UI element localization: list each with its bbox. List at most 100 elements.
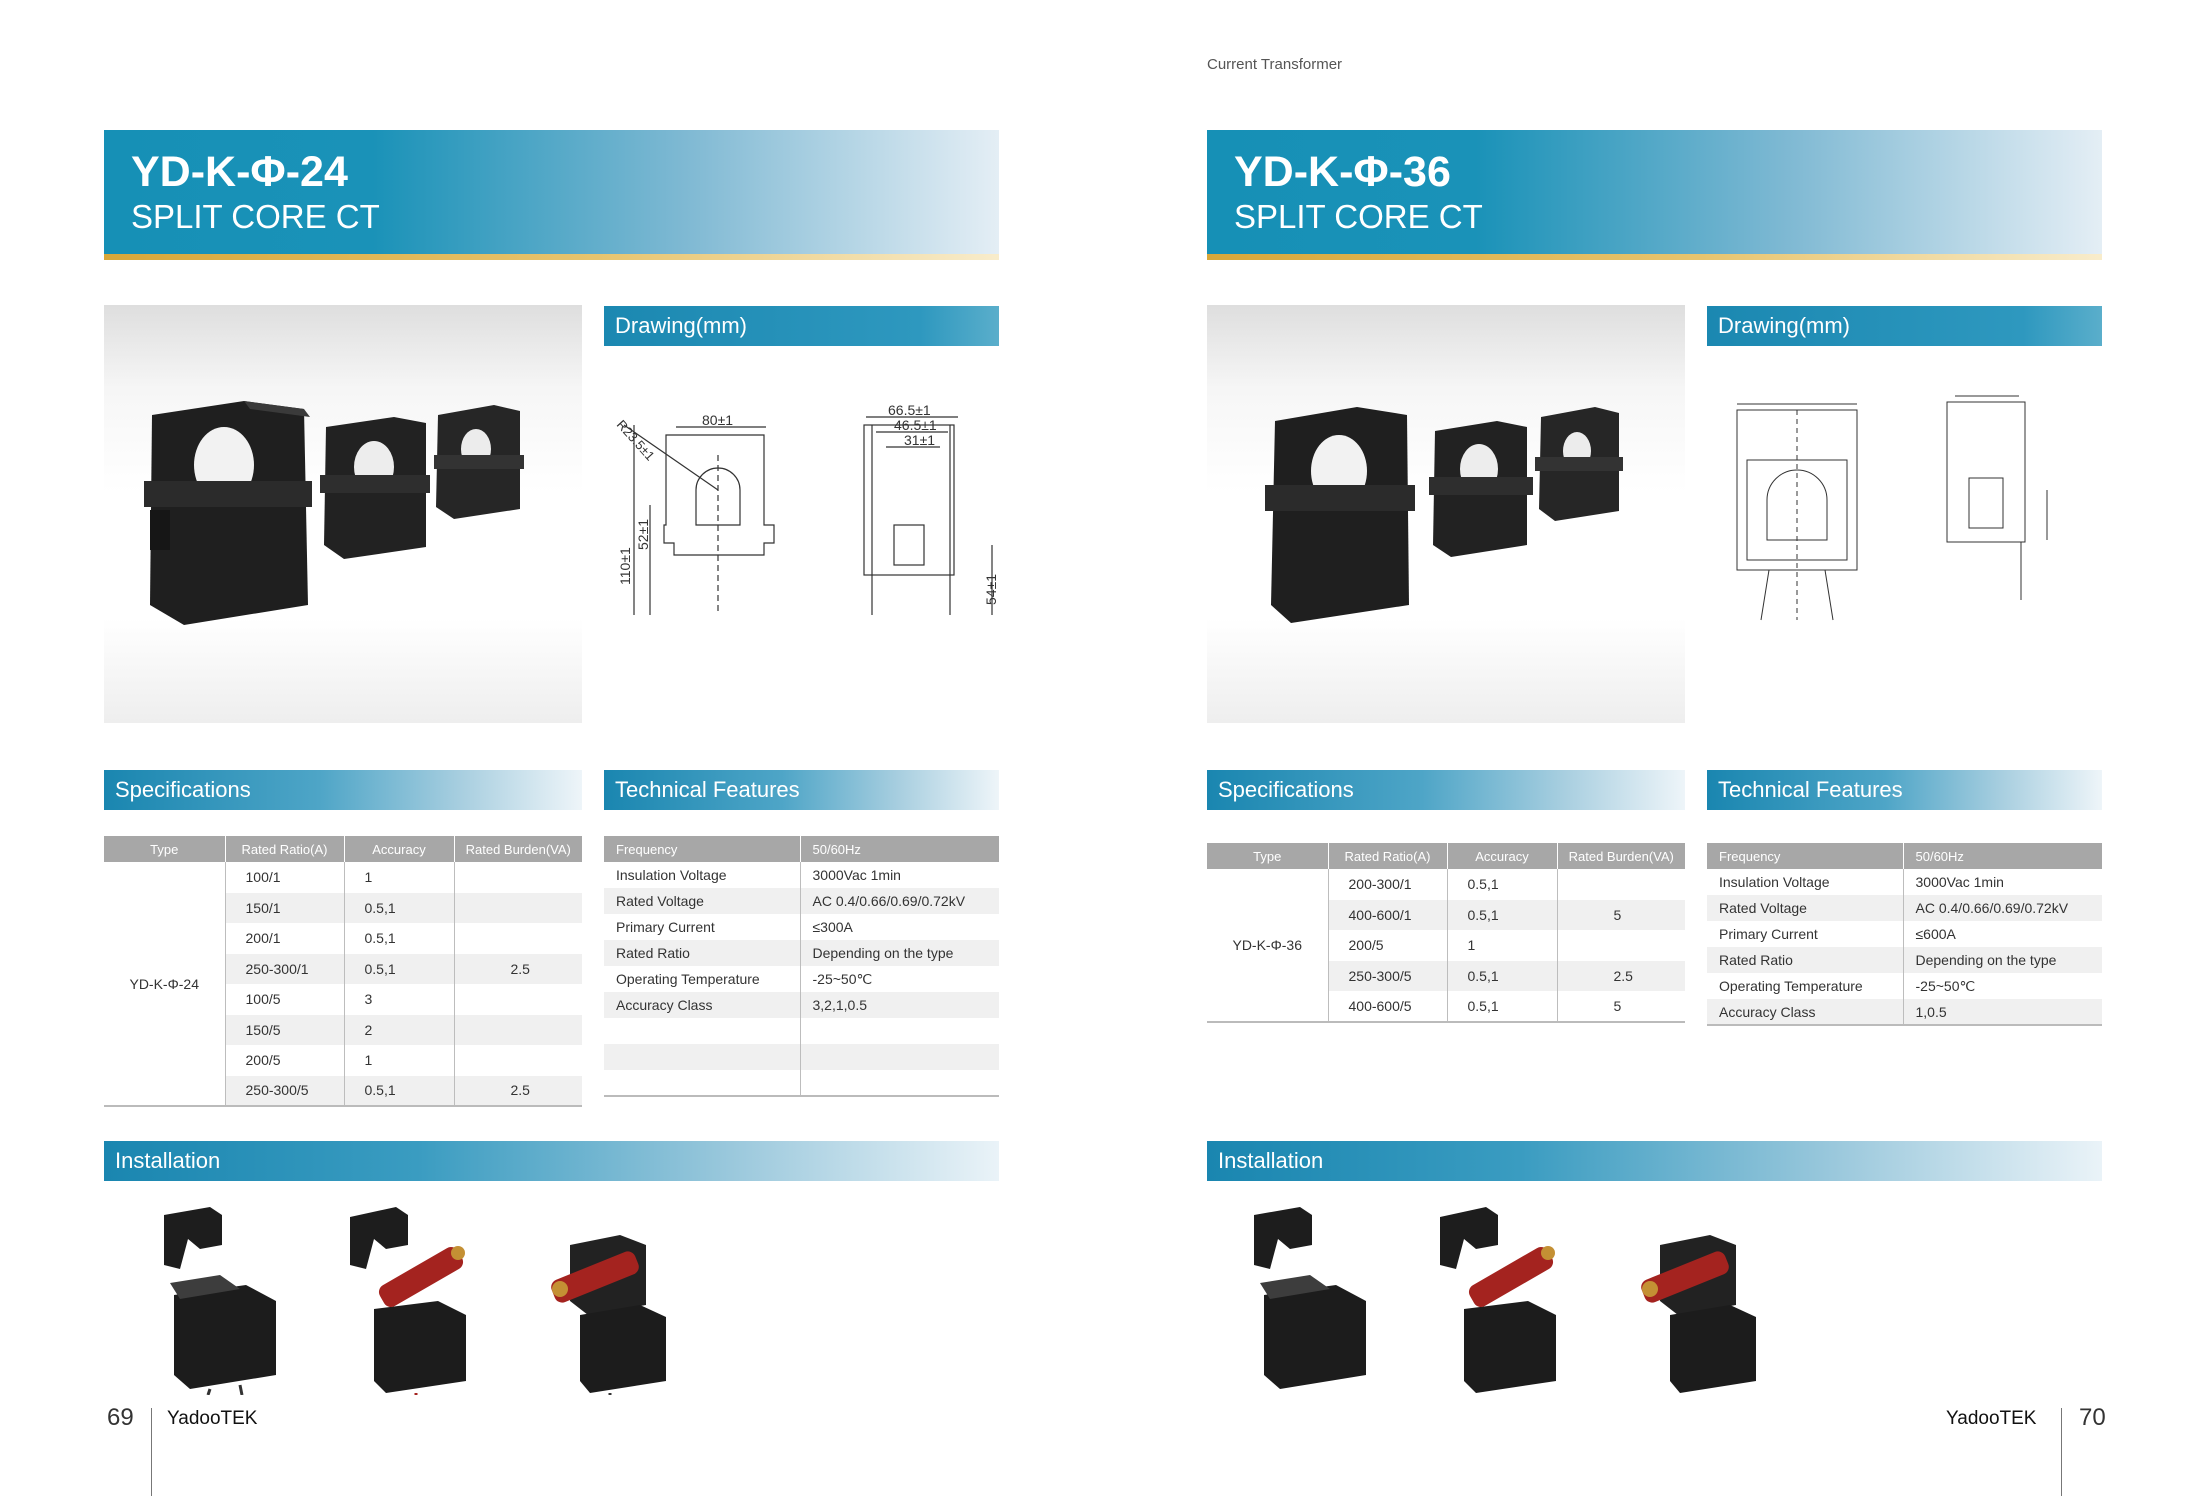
feature-name: Operating Temperature (616, 971, 760, 987)
table-row: 100/5 3 (104, 984, 582, 1015)
install-step-1-image (1240, 1205, 1370, 1395)
drawing-dim-radius: R23.5±1 (614, 417, 658, 463)
feature-name (604, 1018, 800, 1044)
table-row: 200/5 1 (104, 1045, 582, 1076)
ratio-cell: 400-600/5 (1327, 991, 1447, 1022)
feature-value: -25~50℃ (1902, 973, 2102, 999)
burden-cell: 5 (1556, 899, 1685, 930)
accuracy-cell: 0.5,1 (343, 1075, 454, 1106)
table-row (604, 1018, 999, 1044)
page-number: 69 (107, 1404, 134, 1431)
drawing-dim-height: 110±1 (617, 547, 633, 585)
page-number: 70 (2079, 1404, 2106, 1431)
table-row: Operating Temperature -25~50℃ (604, 966, 999, 992)
table-header-row: Frequency 50/60Hz (1707, 843, 2102, 869)
burden-cell (1556, 869, 1685, 900)
accuracy-cell: 0.5,1 (343, 892, 454, 923)
drawing-dim-width: 80±1 (702, 412, 733, 428)
column-header: Rated Burden(VA) (1556, 843, 1685, 869)
feature-value: 3,2,1,0.5 (799, 992, 999, 1018)
burden-cell (453, 984, 582, 1015)
install-step-1-image (150, 1205, 280, 1396)
table-row: YD-K-Φ-36 200-300/1 0.5,1 (1207, 869, 1685, 1022)
table-row: YD-K-Φ-24 100/1 1 (104, 862, 582, 1106)
column-header: Rated Ratio(A) (1327, 843, 1447, 869)
ratio-cell: 150/5 (224, 1014, 344, 1045)
accuracy-cell: 0.5,1 (343, 923, 454, 954)
running-header: Current Transformer (1207, 56, 1343, 73)
model-title: YD-K-Φ-24 (131, 148, 348, 196)
ct-small-image (434, 405, 524, 519)
install-step-3-image (550, 1205, 680, 1395)
feature-value: ≤300A (799, 914, 999, 940)
accuracy-cell: 0.5,1 (1446, 991, 1557, 1022)
ratio-cell: 150/1 (224, 892, 344, 923)
table-row: 400-600/1 0.5,1 5 (1207, 899, 1685, 930)
feature-name (604, 1070, 800, 1096)
burden-cell (453, 923, 582, 954)
specifications-heading: Specifications (104, 770, 582, 810)
feature-value: ≤600A (1902, 921, 2102, 947)
burden-cell (453, 1045, 582, 1076)
drawing-dim-side-outer: 66.5±1 (888, 402, 931, 418)
footer-divider (2061, 1408, 2062, 1496)
model-title: YD-K-Φ-36 (1234, 148, 1451, 196)
type-cell: YD-K-Φ-24 (104, 862, 225, 1106)
accuracy-cell: 2 (343, 1014, 454, 1045)
accuracy-cell: 1 (1446, 930, 1557, 961)
accuracy-cell: 1 (343, 862, 454, 893)
feature-value: 3000Vac 1min (799, 862, 999, 888)
burden-cell: 2.5 (453, 1075, 582, 1106)
feature-value: 1,0.5 (1902, 999, 2102, 1025)
feature-value: 3000Vac 1min (1902, 869, 2102, 895)
column-header: Rated Burden(VA) (453, 836, 582, 862)
burden-cell (453, 862, 582, 893)
table-row: 200/5 1 (1207, 930, 1685, 961)
ct-medium-image (320, 417, 430, 559)
accuracy-cell: 3 (343, 984, 454, 1015)
table-row: 250-300/5 0.5,1 2.5 (104, 1075, 582, 1106)
installation-photos (150, 1205, 710, 1396)
ct-small-image (1535, 407, 1623, 521)
specifications-table: Type Rated Ratio(A) Accuracy Rated Burde… (104, 836, 582, 1107)
ratio-cell: 200/1 (224, 923, 344, 954)
feature-value: -25~50℃ (799, 966, 999, 992)
ct-medium-image (1429, 421, 1533, 557)
ratio-cell: 100/5 (224, 984, 344, 1015)
accuracy-cell: 0.5,1 (1446, 960, 1557, 991)
column-header: Accuracy (343, 836, 454, 862)
column-header: Frequency (604, 836, 800, 862)
feature-name: Rated Voltage (604, 888, 800, 914)
burden-cell: 2.5 (453, 953, 582, 984)
accuracy-cell: 0.5,1 (343, 953, 454, 984)
column-header: 50/60Hz (799, 836, 999, 862)
brand-name: YadooTEK (167, 1408, 258, 1429)
ratio-cell: 250-300/5 (224, 1075, 344, 1106)
table-row: Operating Temperature-25~50℃ (1707, 973, 2102, 999)
ratio-cell: 100/1 (224, 862, 344, 893)
model-subtitle: SPLIT CORE CT (131, 198, 380, 235)
table-header-row: Frequency 50/60Hz (604, 836, 999, 862)
burden-cell: 5 (1556, 991, 1685, 1022)
column-header: Accuracy (1446, 843, 1557, 869)
footer-divider (151, 1408, 152, 1496)
dimension-drawing: R23.5±1 80±1 110±1 52±1 66.5±1 46.5±1 31… (604, 395, 1004, 635)
feature-name: Primary Current (1719, 926, 1818, 942)
ratio-cell: 400-600/1 (1327, 899, 1447, 930)
table-row: 200/1 0.5,1 (104, 923, 582, 954)
feature-name: Rated Voltage (1707, 895, 1903, 921)
feature-value (799, 1018, 999, 1044)
product-photo (104, 305, 582, 723)
column-header: Frequency (1707, 843, 1903, 869)
technical-features-heading: Technical Features (604, 770, 999, 810)
accuracy-cell: 0.5,1 (1446, 869, 1557, 900)
drawing-dim-side-mid: 46.5±1 (894, 417, 937, 433)
